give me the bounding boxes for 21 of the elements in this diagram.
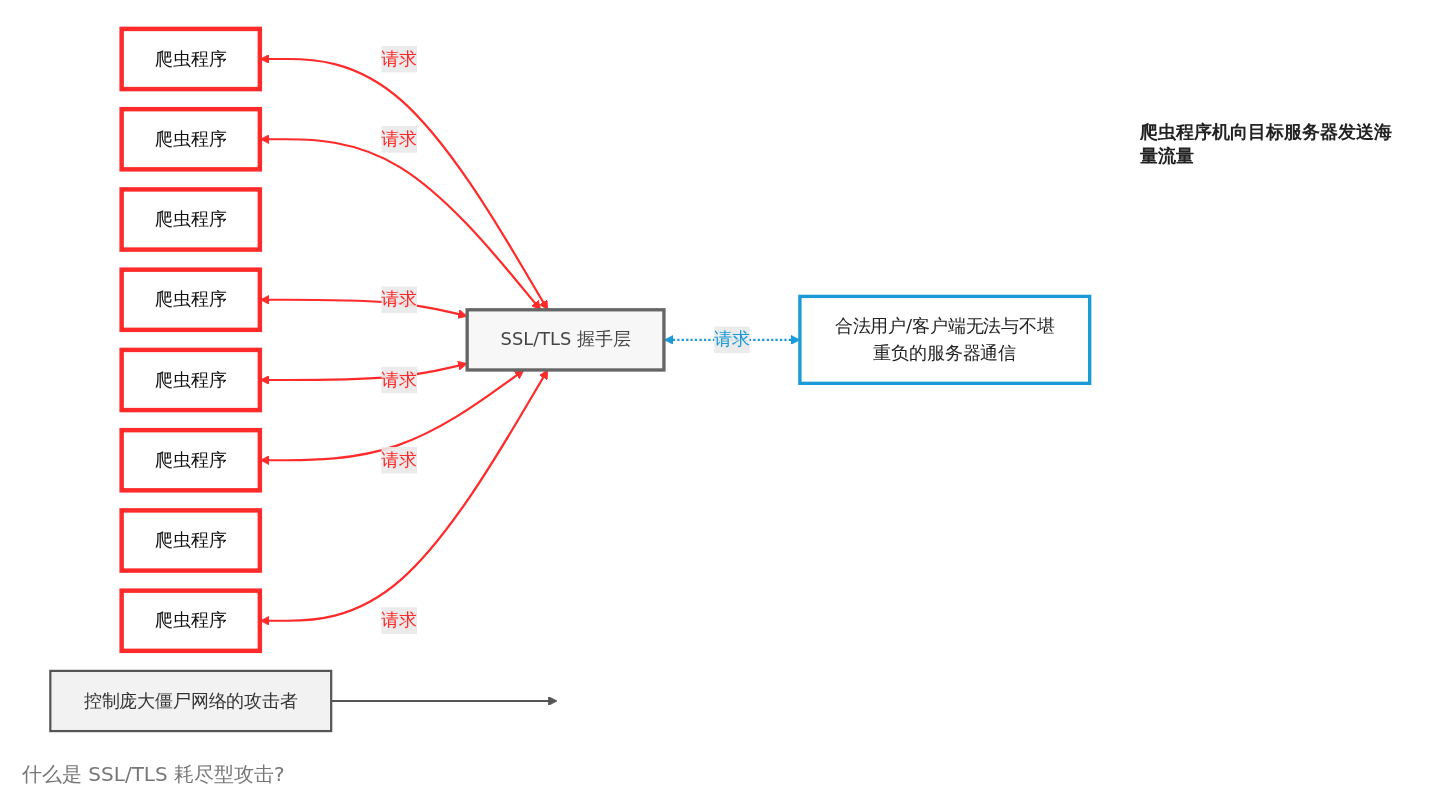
- node-box: 爬虫程序: [119, 588, 263, 654]
- diagram-title: 什么是 SSL/TLS 耗尽型攻击?: [22, 761, 285, 788]
- node-box: 爬虫程序: [119, 267, 263, 333]
- edge-label: 请求: [381, 288, 417, 310]
- edge-label: 请求: [381, 47, 417, 70]
- node-box: 爬虫程序: [119, 26, 263, 92]
- node-box: 爬虫程序: [119, 427, 263, 493]
- edge-label: 请求: [381, 128, 417, 150]
- note-text: 爬虫程序机向目标服务器发送海量流量: [1140, 120, 1393, 168]
- edge-label: 请求: [381, 609, 417, 631]
- node-box: 爬虫程序: [119, 508, 263, 573]
- node-box: 控制庞大僵尸网络的攻击者: [49, 669, 333, 733]
- node-box: 爬虫程序: [119, 187, 263, 252]
- arrow: [331, 696, 558, 706]
- edge-label: 请求: [714, 328, 750, 350]
- node-box: 爬虫程序: [119, 106, 263, 172]
- node-box: SSL/TLS 握手层: [465, 308, 666, 372]
- node-box: 爬虫程序: [119, 347, 263, 413]
- node-box: 合法用户/客户端无法与不堪重负的服务器通信: [798, 294, 1092, 385]
- edge-label: 请求: [381, 368, 417, 391]
- edge-label: 请求: [381, 449, 417, 471]
